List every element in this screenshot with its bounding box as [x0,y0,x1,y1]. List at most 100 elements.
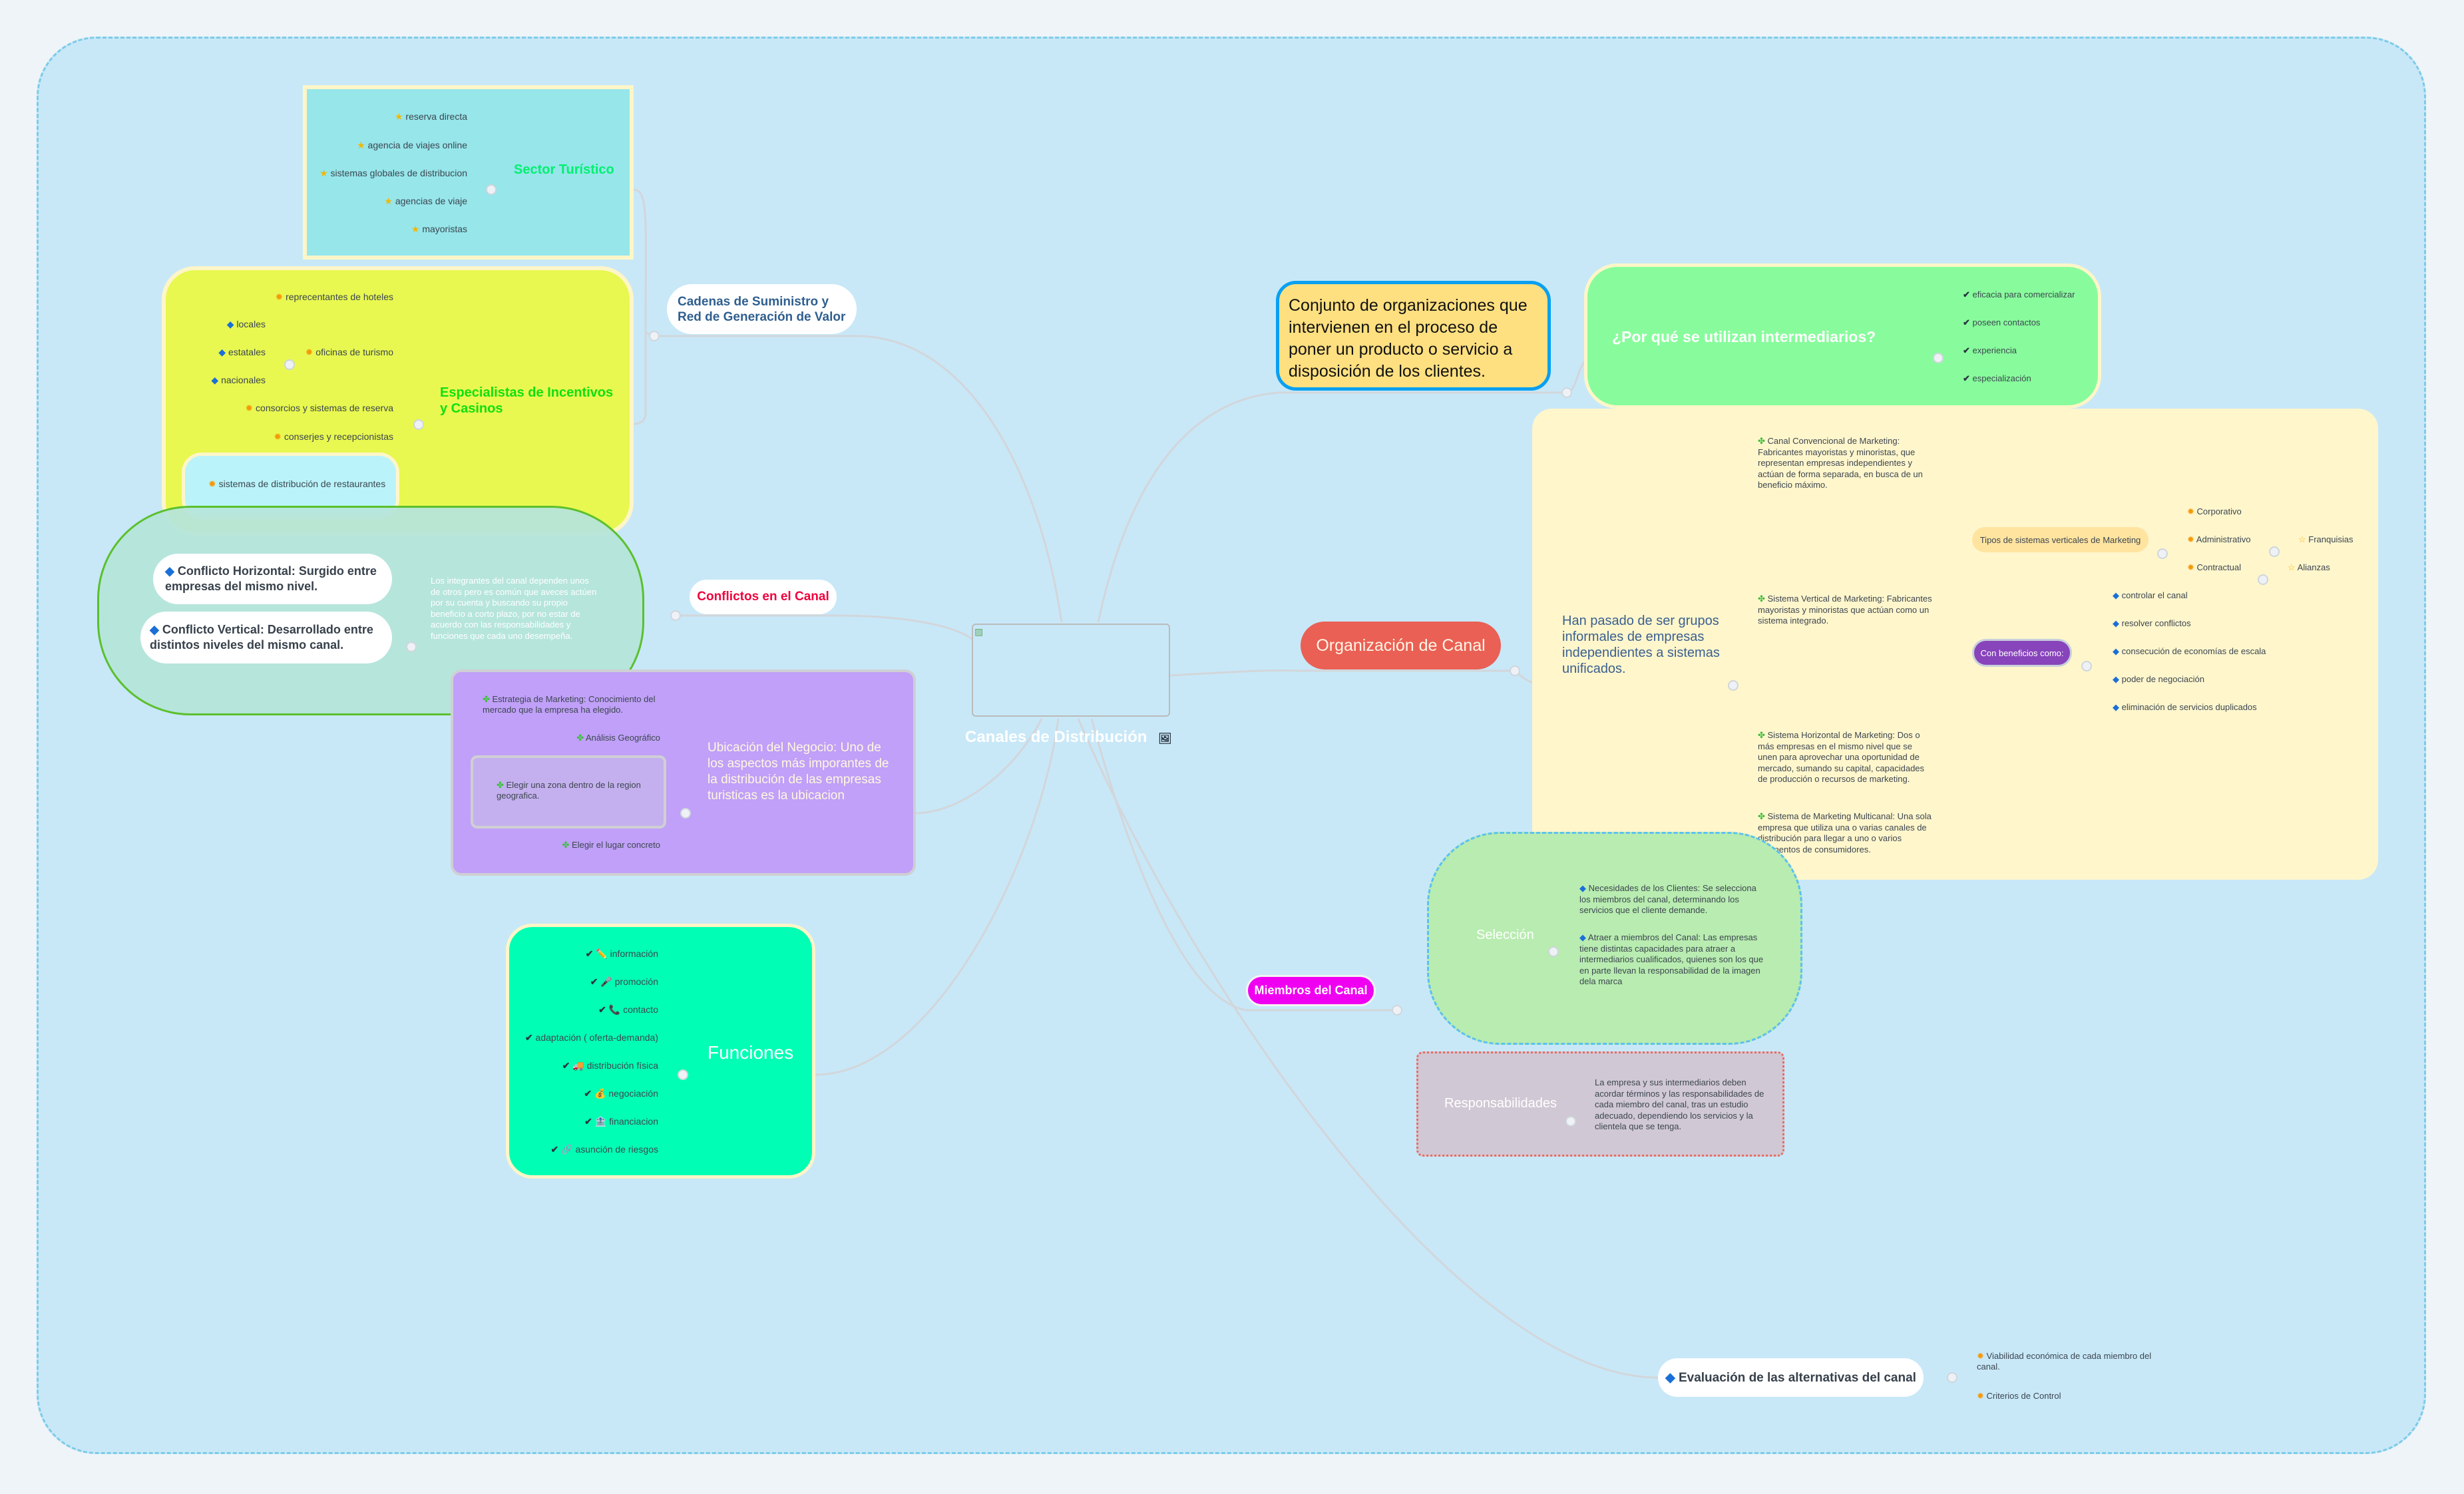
clover-icon: ✤ [1758,730,1768,740]
responsabilidades-title[interactable]: Responsabilidades [1444,1096,1557,1111]
canal-convencional[interactable]: ✤ Canal Convencional de Marketing: Fabri… [1758,436,1923,490]
conflicto-horizontal-text: ◆ Conflicto Horizontal: Surgido entre em… [165,564,377,593]
ubicacion-item[interactable]: ✤ Elegir una zona dentro de la region ge… [497,780,641,801]
alianzas-item[interactable]: ☆ Alianzas [2288,562,2330,572]
oficinas-sub-item[interactable]: ◆ estatales [218,347,266,357]
intermediario-item[interactable]: ✔ eficacia para comercializar [1963,289,2075,299]
beneficios-hub[interactable] [2081,661,2092,671]
especialistas-item[interactable]: ✹ conserjes y recepcionistas [274,431,393,442]
conflictos-description[interactable]: Los integrantes del canal dependen unos … [431,576,597,641]
sector-item[interactable]: ★ mayoristas [411,224,467,234]
tipo-item[interactable]: ✹ Corporativo [2187,506,2242,516]
tipo-item[interactable]: ✹ Administrativo [2187,534,2251,544]
seleccion-item[interactable]: ◆ Atraer a miembros del Canal: Las empre… [1579,932,1764,986]
evaluacion-item[interactable]: ✹ Criterios de Control [1977,1391,2061,1401]
conflicto-vertical-node[interactable]: ◆ Conflicto Vertical: Desarrollado entre… [140,612,392,663]
conflicto-horizontal-node[interactable]: ◆ Conflicto Horizontal: Surgido entre em… [153,554,392,604]
especialistas-hub[interactable] [413,419,424,430]
evaluacion-hub[interactable] [1947,1372,1957,1383]
ubicacion-item[interactable]: ✤ Análisis Geográfico [576,733,660,743]
miembros-hub[interactable] [1392,1005,1402,1016]
seleccion-item[interactable]: ◆ Necesidades de los Clientes: Se selecc… [1579,883,1756,915]
phone-icon: 📞 [608,1004,621,1015]
sector-item[interactable]: ★ sistemas globales de distribucion [319,168,467,178]
funciones-hub[interactable] [678,1069,688,1080]
star-icon: ☆ [2298,534,2309,544]
sector-item[interactable]: ★ agencias de viaje [384,196,467,206]
oficinas-sub-item[interactable]: ◆ nacionales [211,375,266,385]
ubicacion-item[interactable]: ✤ Estrategia de Marketing: Conocimiento … [483,694,656,715]
beneficio-item[interactable]: ◆ eliminación de servicios duplicados [2113,702,2257,712]
ubicacion-hub[interactable] [680,808,691,819]
funcion-item[interactable]: ✔ 🎤 promoción [590,976,658,987]
funcion-item[interactable]: ✔ ✏️ información [585,948,658,959]
responsabilidades-hub[interactable] [1565,1116,1576,1127]
funcion-item[interactable]: ✔ 🚚 distribución física [562,1060,658,1071]
cadenas-hub[interactable] [649,331,660,341]
organizacion-node[interactable]: Organización de Canal [1301,622,1501,669]
funciones-title[interactable]: Funciones [708,1042,794,1063]
funcion-item[interactable]: ✔ adaptación ( oferta-demanda) [524,1032,658,1043]
definition-hub[interactable] [1561,387,1572,398]
funcion-item[interactable]: ✔ 🔗 asunción de riesgos [550,1144,658,1155]
organizacion-hub[interactable] [1510,665,1520,676]
contractual-hub[interactable] [2258,574,2268,585]
seleccion-hub[interactable] [1548,946,1559,957]
sector-item[interactable]: ★ agencia de viajes online [357,140,467,150]
ubicacion-title[interactable]: Ubicación del Negocio: Uno de los aspect… [708,741,889,803]
seleccion-title[interactable]: Selección [1476,928,1534,942]
organizacion-summary-hub[interactable] [1728,680,1739,691]
beneficio-item[interactable]: ◆ controlar el canal [2113,590,2188,600]
beneficios-node[interactable]: Con beneficios como: [1972,639,2072,667]
administrativo-hub[interactable] [2269,546,2280,557]
intermediario-item[interactable]: ✔ experiencia [1963,345,2017,355]
evaluacion-node[interactable]: ◆ Evaluación de las alternativas del can… [1658,1358,1924,1397]
broken-image-icon: ▨ [974,626,984,637]
especialistas-title[interactable]: Especialistas de Incentivos y Casinos [440,385,614,416]
responsabilidades-text[interactable]: La empresa y sus intermediarios deben ac… [1595,1077,1764,1131]
sector-turistico-hub[interactable] [486,184,497,195]
especialistas-item[interactable]: ✹ reprecentantes de hoteles [275,291,393,302]
miembros-node[interactable]: Miembros del Canal [1246,975,1376,1006]
intermediarios-hub[interactable] [1933,353,1944,363]
sistema-vertical[interactable]: ✤ Sistema Vertical de Marketing: Fabrica… [1758,594,1932,626]
especialistas-item[interactable]: ✹ sistemas de distribución de restaurant… [208,478,386,489]
funcion-item[interactable]: ✔ 💰 negociación [584,1088,658,1099]
intermediario-item[interactable]: ✔ especialización [1963,373,2031,383]
evaluacion-item[interactable]: ✹ Viabilidad económica de cada miembro d… [1977,1351,2152,1372]
oficinas-sub-item[interactable]: ◆ locales [226,319,266,329]
beneficio-item[interactable]: ◆ poder de negociación [2113,674,2204,684]
sector-turistico-title[interactable]: Sector Turístico [514,162,614,177]
definition-node[interactable]: Conjunto de organizaciones que intervien… [1276,281,1551,391]
oficinas-hub[interactable] [284,359,295,370]
funcion-item[interactable]: ✔ 📞 contacto [598,1004,658,1015]
intermediarios-title[interactable]: ¿Por qué se utilizan intermediarios? [1612,328,1876,345]
diamond-icon: ◆ [1665,1370,1679,1385]
zona-box [471,755,666,829]
especialistas-item[interactable]: ✹ consorcios y sistemas de reserva [245,403,393,413]
beneficio-item[interactable]: ◆ resolver conflictos [2113,618,2191,628]
sistema-multicanal[interactable]: ✤ Sistema de Marketing Multicanal: Una s… [1758,811,1932,854]
tipos-node[interactable]: Tipos de sistemas verticales de Marketin… [1972,527,2149,552]
organizacion-summary[interactable]: Han pasado de ser grupos informales de e… [1562,614,1720,676]
sector-item[interactable]: ★ reserva directa [394,111,467,122]
sistema-horizontal[interactable]: ✤ Sistema Horizontal de Marketing: Dos o… [1758,730,1925,784]
especialistas-item[interactable]: ✹ oficinas de turismo [305,347,393,357]
tipos-hub[interactable] [2157,548,2168,559]
sector-turistico-box [303,85,634,260]
central-title[interactable]: Canales de Distribución 🖼 [965,728,1172,746]
cadenas-node[interactable]: Cadenas de Suministro y Red de Generació… [667,284,857,334]
tipo-item[interactable]: ✹ Contractual [2187,562,2241,572]
image-icon[interactable]: 🖼 [1158,733,1172,745]
beneficio-item[interactable]: ◆ consecución de economías de escala [2113,646,2266,656]
intermediario-item[interactable]: ✔ poseen contactos [1963,317,2041,327]
clover-icon: ✤ [483,694,493,704]
franquisias-item[interactable]: ☆ Franquisias [2298,534,2354,544]
sun-icon: ✹ [275,291,286,302]
conflictos-node[interactable]: Conflictos en el Canal [690,580,837,614]
conflictos-inner-hub[interactable] [406,642,417,652]
ubicacion-item[interactable]: ✤ Elegir el lugar concreto [562,840,660,850]
funcion-item[interactable]: ✔ 🏦 financiacion [584,1116,658,1127]
central-image-placeholder[interactable]: ▨ [972,624,1170,717]
conflictos-hub[interactable] [670,610,681,621]
